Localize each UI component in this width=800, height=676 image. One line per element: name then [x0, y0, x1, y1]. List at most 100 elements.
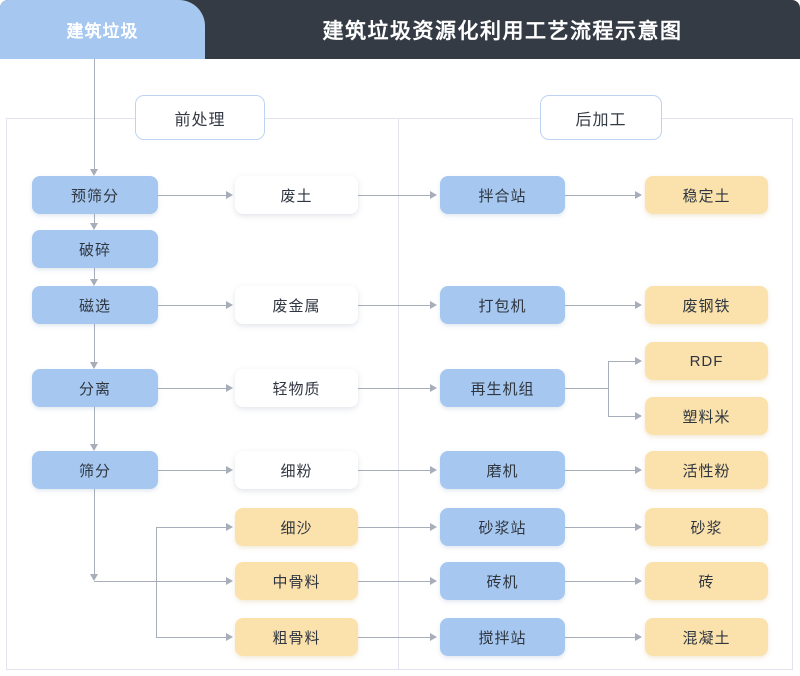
node-pre-screen-label: 预筛分 — [70, 187, 119, 205]
node-mortar[interactable]: 砂浆 — [645, 508, 768, 546]
arrowhead-prescreen-to-wastesoil — [226, 191, 233, 199]
arrowhead-lightmatter-to-regen — [430, 384, 437, 392]
node-coarse-aggregate-label: 粗骨料 — [272, 629, 321, 647]
node-brick[interactable]: 砖 — [645, 562, 768, 600]
edge-wastesoil-to-mixing — [358, 195, 432, 196]
node-mid-aggregate-label: 中骨料 — [272, 573, 321, 591]
node-brick-label: 砖 — [698, 573, 715, 591]
node-mill[interactable]: 磨机 — [440, 451, 565, 489]
node-active-powder[interactable]: 活性粉 — [645, 451, 768, 489]
node-brick-machine-label: 砖机 — [486, 573, 519, 591]
node-mill-label: 磨机 — [486, 462, 519, 480]
node-fine-sand-label: 细沙 — [280, 519, 313, 537]
edge-mixing-to-stablesoil — [565, 195, 637, 196]
edge-lightmatter-to-regen — [358, 388, 432, 389]
node-magnetic-label: 磁选 — [78, 297, 111, 315]
arrowhead-bus-to-finesand — [226, 523, 233, 531]
edge-magnetic-to-separate — [94, 324, 95, 365]
edge-finesand-to-mortar — [358, 527, 432, 528]
arrowhead-midaggregate-to-brick — [430, 577, 437, 585]
arrowhead-input-to-prescreen — [90, 169, 98, 176]
node-light-matter[interactable]: 轻物质 — [235, 369, 358, 407]
node-waste-soil[interactable]: 废土 — [235, 176, 358, 214]
node-crush[interactable]: 破碎 — [32, 230, 158, 268]
arrowhead-prescreen-to-crush — [90, 223, 98, 230]
arrowhead-separate-to-screen — [90, 444, 98, 451]
edge-midaggregate-to-brick — [358, 581, 432, 582]
node-crush-label: 破碎 — [78, 241, 111, 259]
node-mortar-station[interactable]: 砂浆站 — [440, 508, 565, 546]
edge-prescreen-to-wastesoil — [158, 195, 228, 196]
arrowhead-magnetic-to-separate — [90, 362, 98, 369]
node-plastic-pellet-label: 塑料米 — [682, 408, 731, 426]
node-waste-metal[interactable]: 废金属 — [235, 286, 358, 324]
arrowhead-mortarstation-to-mortar — [635, 523, 642, 531]
arrowhead-screen-drop — [90, 574, 98, 581]
edge-baler-to-scrapsteel — [565, 305, 637, 306]
node-plastic-pellet[interactable]: 塑料米 — [645, 397, 768, 435]
arrowhead-regen-to-plastic — [635, 412, 642, 420]
arrowhead-baler-to-scrapsteel — [635, 301, 642, 309]
node-concrete-station[interactable]: 搅拌站 — [440, 618, 565, 656]
arrowhead-finesand-to-mortar — [430, 523, 437, 531]
arrowhead-separate-to-lightmatter — [226, 384, 233, 392]
node-fine-powder-label: 细粉 — [280, 462, 313, 480]
node-magnetic[interactable]: 磁选 — [32, 286, 158, 324]
node-baler[interactable]: 打包机 — [440, 286, 565, 324]
arrowhead-bus-to-coarseaggregate — [226, 633, 233, 641]
node-mixing-station[interactable]: 拌合站 — [440, 176, 565, 214]
input-tab: 建筑垃圾 — [0, 0, 205, 59]
edge-coarseaggregate-to-concrete — [358, 637, 432, 638]
node-separate[interactable]: 分离 — [32, 369, 158, 407]
arrowhead-mixing-to-stablesoil — [635, 191, 642, 199]
edge-screen-drop — [94, 489, 95, 577]
node-concrete-label: 混凝土 — [682, 629, 731, 647]
edge-bus-to-coarseaggregate — [156, 637, 228, 638]
edge-separate-to-screen — [94, 407, 95, 447]
arrowhead-mill-to-activepowder — [635, 466, 642, 474]
node-rdf[interactable]: RDF — [645, 342, 768, 380]
node-screen[interactable]: 筛分 — [32, 451, 158, 489]
node-scrap-steel[interactable]: 废钢铁 — [645, 286, 768, 324]
edge-bus-to-finesand — [156, 527, 228, 528]
section-chip-pre: 前处理 — [135, 95, 265, 140]
edge-brickmachine-to-brick — [565, 581, 637, 582]
node-baler-label: 打包机 — [478, 297, 527, 315]
node-fine-powder[interactable]: 细粉 — [235, 451, 358, 489]
arrowhead-finepowder-to-mill — [430, 466, 437, 474]
node-screen-label: 筛分 — [78, 462, 111, 480]
arrowhead-crush-to-magnetic — [90, 279, 98, 286]
node-active-powder-label: 活性粉 — [682, 462, 731, 480]
node-brick-machine[interactable]: 砖机 — [440, 562, 565, 600]
node-coarse-aggregate[interactable]: 粗骨料 — [235, 618, 358, 656]
edge-finepowder-to-mill — [358, 470, 432, 471]
edge-screen-to-finepowder — [158, 470, 228, 471]
node-stable-soil[interactable]: 稳定土 — [645, 176, 768, 214]
edge-separate-to-lightmatter — [158, 388, 228, 389]
edge-magnetic-to-wastemetal — [158, 305, 228, 306]
edge-crush-to-magnetic — [94, 268, 95, 282]
edge-mill-to-activepowder — [565, 470, 637, 471]
edge-regen-stub — [565, 388, 609, 389]
arrowhead-regen-to-rdf — [635, 357, 642, 365]
arrowhead-concretestation-to-concrete — [635, 633, 642, 641]
node-regeneration-unit[interactable]: 再生机组 — [440, 369, 565, 407]
arrowhead-screen-to-midaggregate — [226, 577, 233, 585]
node-mortar-station-label: 砂浆站 — [478, 519, 527, 537]
node-light-matter-label: 轻物质 — [272, 380, 321, 398]
node-waste-soil-label: 废土 — [280, 187, 313, 205]
node-waste-metal-label: 废金属 — [272, 297, 321, 315]
edge-regen-to-plastic — [608, 416, 637, 417]
page-title: 建筑垃圾资源化利用工艺流程示意图 — [322, 19, 683, 43]
arrowhead-brickmachine-to-brick — [635, 577, 642, 585]
node-concrete[interactable]: 混凝土 — [645, 618, 768, 656]
edge-input-to-prescreen — [94, 59, 95, 172]
node-fine-sand[interactable]: 细沙 — [235, 508, 358, 546]
node-pre-screen[interactable]: 预筛分 — [32, 176, 158, 214]
node-rdf-label: RDF — [689, 352, 724, 370]
input-tab-label: 建筑垃圾 — [66, 22, 139, 41]
edge-aggregate-bus — [156, 527, 157, 637]
arrowhead-screen-to-finepowder — [226, 466, 233, 474]
node-mid-aggregate[interactable]: 中骨料 — [235, 562, 358, 600]
